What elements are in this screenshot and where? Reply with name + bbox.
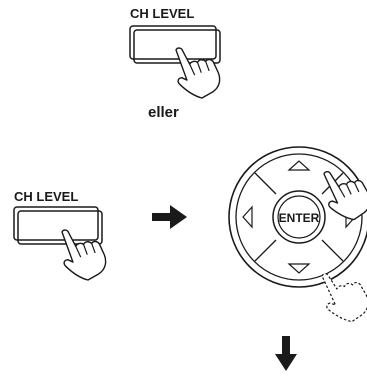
- arrow-right-icon: [152, 205, 187, 229]
- arrow-down-icon: [275, 336, 297, 371]
- ch-level-button-left[interactable]: [13, 206, 103, 245]
- up-button[interactable]: [287, 160, 311, 171]
- ch-level-label-top: CH LEVEL: [130, 6, 195, 21]
- enter-button[interactable]: ENTER: [279, 211, 320, 225]
- ch-level-label-left: CH LEVEL: [14, 189, 79, 204]
- or-separator: eller: [148, 104, 179, 121]
- down-button[interactable]: [287, 263, 311, 274]
- ch-level-button-top[interactable]: [129, 25, 221, 64]
- left-button[interactable]: [242, 205, 253, 229]
- dashed-pointing-hand-icon: [321, 273, 367, 323]
